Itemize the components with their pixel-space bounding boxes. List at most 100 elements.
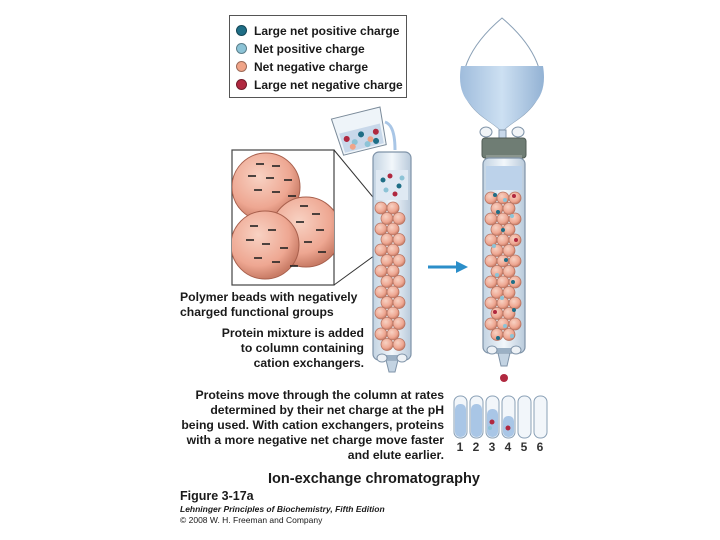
tube-number: 3 bbox=[488, 440, 496, 454]
tube-2 bbox=[469, 395, 484, 439]
protein-dot bbox=[501, 228, 505, 232]
collection-tubes bbox=[453, 395, 548, 439]
bead bbox=[392, 338, 406, 351]
legend-label: Net positive charge bbox=[254, 41, 365, 56]
protein-dot bbox=[496, 336, 500, 340]
tube-5 bbox=[517, 395, 532, 439]
bead bbox=[386, 201, 400, 215]
bead bbox=[380, 254, 394, 267]
legend: Large net positive charge Net positive c… bbox=[229, 15, 407, 98]
large-negative-dot-icon bbox=[236, 79, 247, 90]
beaker-icon bbox=[330, 106, 397, 156]
tube-3 bbox=[485, 395, 500, 439]
diagram-title: Ion-exchange chromatography bbox=[268, 471, 480, 487]
bead bbox=[386, 285, 400, 299]
protein-dot bbox=[512, 194, 516, 198]
protein-dot bbox=[492, 244, 496, 248]
bead bbox=[502, 244, 516, 257]
bead bbox=[484, 212, 498, 226]
protein-dot bbox=[493, 193, 497, 197]
bead bbox=[484, 275, 498, 289]
bead bbox=[496, 233, 510, 247]
bead bbox=[386, 243, 400, 257]
legend-item: Net negative charge bbox=[236, 58, 368, 75]
bead bbox=[508, 191, 522, 205]
bead bbox=[502, 286, 516, 299]
mixture-label: Protein mixture is added to column conta… bbox=[221, 326, 364, 370]
protein-dot bbox=[511, 280, 515, 284]
bead bbox=[374, 327, 388, 341]
protein-dot bbox=[495, 273, 499, 277]
bead bbox=[386, 222, 400, 236]
bead bbox=[392, 212, 406, 225]
bead bbox=[380, 233, 394, 246]
bead bbox=[496, 191, 510, 205]
bead bbox=[386, 327, 400, 341]
funnel-icon bbox=[460, 17, 544, 139]
magnified-beads bbox=[231, 149, 398, 286]
bead bbox=[380, 317, 394, 330]
legend-item: Large net negative charge bbox=[236, 76, 403, 93]
bead bbox=[496, 212, 510, 226]
protein-dot bbox=[504, 258, 508, 262]
bead bbox=[484, 233, 498, 247]
positive-dot-icon bbox=[236, 43, 247, 54]
arrow-right-icon bbox=[428, 261, 468, 273]
right-column bbox=[481, 137, 527, 382]
tube-1 bbox=[453, 395, 468, 439]
legend-item: Net positive charge bbox=[236, 40, 365, 57]
bead bbox=[374, 222, 388, 236]
tube-number: 6 bbox=[536, 440, 544, 454]
tube-number: 5 bbox=[520, 440, 528, 454]
bead bbox=[502, 265, 516, 278]
tube-6 bbox=[533, 395, 548, 439]
figure-number: Figure 3-17a bbox=[180, 489, 254, 503]
bead bbox=[484, 296, 498, 310]
legend-label: Large net negative charge bbox=[254, 77, 403, 92]
bead bbox=[380, 296, 394, 309]
protein-dot bbox=[503, 198, 507, 202]
bead bbox=[386, 306, 400, 320]
description-label: Proteins move through the column at rate… bbox=[181, 388, 444, 462]
bead bbox=[496, 275, 510, 289]
bead bbox=[386, 264, 400, 278]
book-citation: Lehninger Principles of Biochemistry, Fi… bbox=[180, 504, 385, 514]
legend-label: Large net positive charge bbox=[254, 23, 400, 38]
bead bbox=[374, 201, 388, 215]
bead bbox=[380, 275, 394, 288]
protein-dot bbox=[510, 334, 514, 338]
protein-dot bbox=[512, 308, 516, 312]
protein-dot bbox=[493, 310, 497, 314]
large-positive-dot-icon bbox=[236, 25, 247, 36]
bead bbox=[392, 317, 406, 330]
left-column bbox=[372, 151, 412, 373]
beads-label: Polymer beads with negatively charged fu… bbox=[180, 290, 358, 319]
bead bbox=[508, 296, 522, 310]
bead bbox=[508, 254, 522, 268]
negative-dot-icon bbox=[236, 61, 247, 72]
legend-label: Net negative charge bbox=[254, 59, 369, 74]
bead bbox=[380, 212, 394, 225]
protein-dot bbox=[500, 296, 504, 300]
bead bbox=[484, 254, 498, 268]
protein-dot bbox=[496, 210, 500, 214]
bead bbox=[502, 307, 516, 320]
bead bbox=[490, 307, 504, 320]
bead bbox=[374, 285, 388, 299]
legend-item: Large net positive charge bbox=[236, 22, 399, 39]
bead bbox=[392, 254, 406, 267]
bead bbox=[392, 296, 406, 309]
tube-number: 4 bbox=[504, 440, 512, 454]
tube-number: 1 bbox=[456, 440, 464, 454]
bead bbox=[508, 317, 522, 331]
protein-dot bbox=[503, 324, 507, 328]
tube-4 bbox=[501, 395, 516, 439]
bead bbox=[374, 264, 388, 278]
bead bbox=[374, 306, 388, 320]
copyright: © 2008 W. H. Freeman and Company bbox=[180, 515, 323, 525]
bead bbox=[392, 233, 406, 246]
tube-number: 2 bbox=[472, 440, 480, 454]
bead bbox=[496, 317, 510, 331]
bead bbox=[374, 243, 388, 257]
